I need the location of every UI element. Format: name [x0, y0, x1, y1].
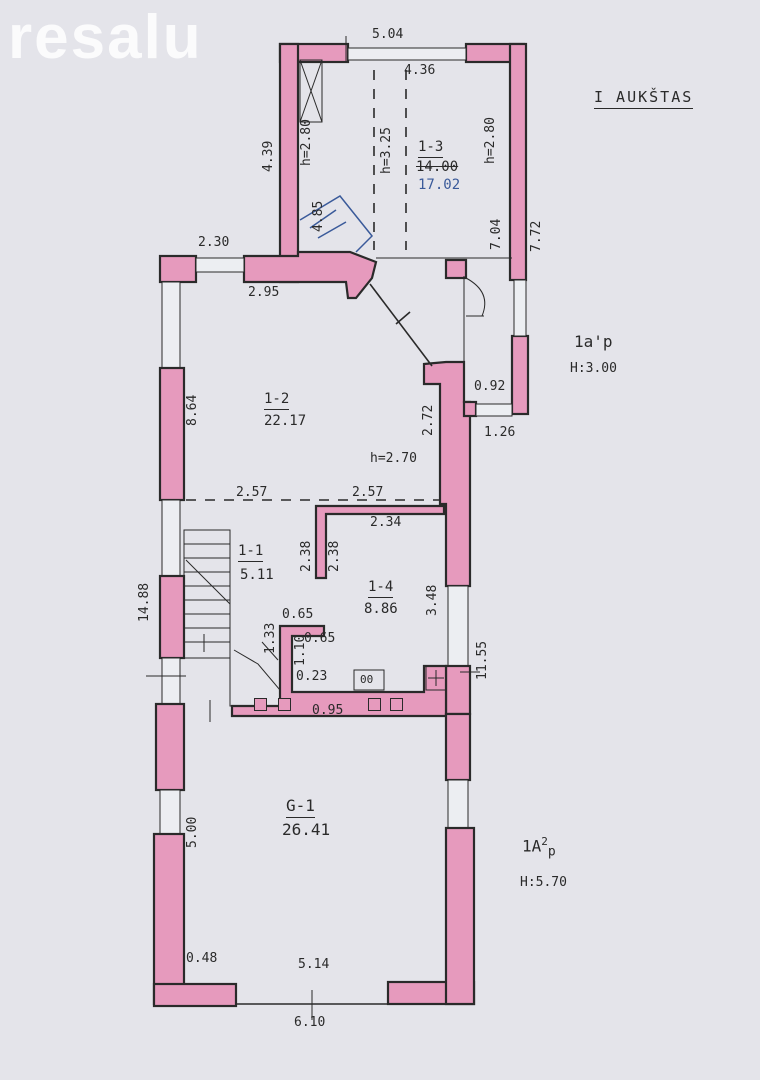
wall-hall-right [422, 360, 472, 588]
room-1-3-area-old: 14.00 [416, 159, 459, 175]
vent-4 [390, 698, 403, 711]
wall-divider-chimney [242, 250, 378, 300]
wall-kitchen-left [314, 504, 446, 580]
dim-garage-inner: 5.14 [298, 957, 330, 972]
dim-porch-inner: 0.92 [474, 379, 506, 394]
dim-garage-height: 5.00 [185, 816, 200, 848]
wall-garage-right-bottom [444, 826, 476, 1006]
dim-kitchen-left-a: 2.38 [299, 540, 314, 572]
room-g-1-area: 26.41 [282, 820, 331, 839]
height-room-1-3-right: h=2.80 [483, 117, 498, 164]
dim-hall-height: 8.64 [185, 394, 200, 426]
dim-garage-outer: 6.10 [294, 1015, 326, 1030]
window-left-upper [161, 281, 181, 371]
upper-zone-code: 1a'p [574, 332, 613, 351]
dim-porch-outer: 1.26 [484, 425, 516, 440]
vent-2 [278, 698, 291, 711]
wall-left-wing-top [158, 254, 198, 284]
dim-small-065-b: 0.65 [304, 631, 336, 646]
dim-left-wing-inner: 2.95 [248, 285, 280, 300]
lower-zone-code-sub: p [547, 844, 556, 860]
window-right-porch [513, 279, 527, 337]
dim-small-023: 0.23 [296, 669, 328, 684]
dim-hall-split-right: 2.57 [352, 485, 384, 500]
dim-right-mid: 2.72 [421, 404, 436, 436]
vent-3 [368, 698, 381, 711]
dim-kitchen-height: 3.48 [425, 584, 440, 616]
dim-left-wing-outer: 2.30 [198, 235, 230, 250]
lower-zone-code: 1A2p [522, 835, 556, 860]
wall-garage-bottom-left [152, 982, 238, 1008]
window-top [347, 47, 467, 61]
dim-kitchen-width: 2.34 [370, 515, 402, 530]
stove-label: 00 [360, 673, 374, 686]
wall-porch-bottom-post [462, 400, 478, 418]
diagonal-door [369, 283, 433, 367]
window-left-middle [161, 499, 181, 577]
room-1-2-area: 22.17 [264, 413, 307, 429]
height-room-1-3-left: h=2.80 [299, 119, 314, 166]
wall-garage-right-top [444, 712, 472, 782]
dim-left-top: 4.39 [261, 140, 276, 172]
height-room-1-2: h=2.70 [370, 451, 417, 466]
wall-kitchen-right-lower [444, 664, 472, 716]
floor-title: I AUKŠTAS [594, 88, 694, 109]
dim-stair-width: 4.85 [311, 200, 326, 232]
dim-garage-wall: 0.48 [186, 951, 218, 966]
lower-zone-height: H:5.70 [520, 875, 567, 890]
dim-top-outer: 5.04 [372, 27, 404, 42]
wall-garage-left-top [154, 702, 186, 792]
dim-overall-left: 14.88 [137, 582, 152, 622]
watermark-logo: resalu [8, 3, 203, 72]
dim-kitchen-left-b: 2.38 [327, 540, 342, 572]
height-room-1-3-mid: h=3.25 [379, 127, 394, 174]
dim-small-110: 1.10 [293, 634, 308, 666]
dim-overall-right: 11.55 [475, 640, 490, 680]
wall-top-room-right [508, 42, 528, 282]
room-1-4-id: 1-4 [368, 579, 394, 598]
wall-left-middle [158, 574, 186, 660]
room-1-2-id: 1-2 [264, 391, 290, 410]
wall-left-upper [158, 366, 186, 502]
wall-porch-pillar [444, 258, 468, 280]
wall-top-room-left [278, 42, 300, 284]
room-1-1-id: 1-1 [238, 543, 264, 562]
room-g-1-id: G-1 [286, 796, 315, 818]
dim-hall-split-left: 2.57 [236, 485, 268, 500]
window-kitchen-right [447, 585, 469, 667]
upper-zone-height: H:3.00 [570, 361, 617, 376]
window-garage-right [447, 779, 469, 829]
window-porch-bottom [475, 403, 513, 417]
room-1-1-area: 5.11 [240, 567, 274, 583]
room-1-4-area: 8.86 [364, 601, 398, 617]
dim-top-inner: 4.36 [404, 63, 436, 78]
room-1-3-id: 1-3 [418, 139, 444, 158]
staircase [183, 529, 231, 659]
dim-small-095: 0.95 [312, 703, 344, 718]
room-1-3-area: 17.02 [418, 177, 461, 193]
dim-stair-133: 1.33 [263, 622, 278, 654]
lower-zone-code-sup: 2 [541, 835, 548, 848]
dim-right-top-inner: 7.04 [489, 218, 504, 250]
vent-1 [254, 698, 267, 711]
window-left-wing-top [195, 257, 245, 273]
dim-small-065-a: 0.65 [282, 607, 314, 622]
window-left-lower [161, 657, 181, 705]
wall-garage-left-bottom [152, 832, 186, 1006]
window-garage-left [159, 789, 181, 835]
wall-right-lower-segment [510, 334, 530, 416]
dim-right-top-outer: 7.72 [529, 220, 544, 252]
